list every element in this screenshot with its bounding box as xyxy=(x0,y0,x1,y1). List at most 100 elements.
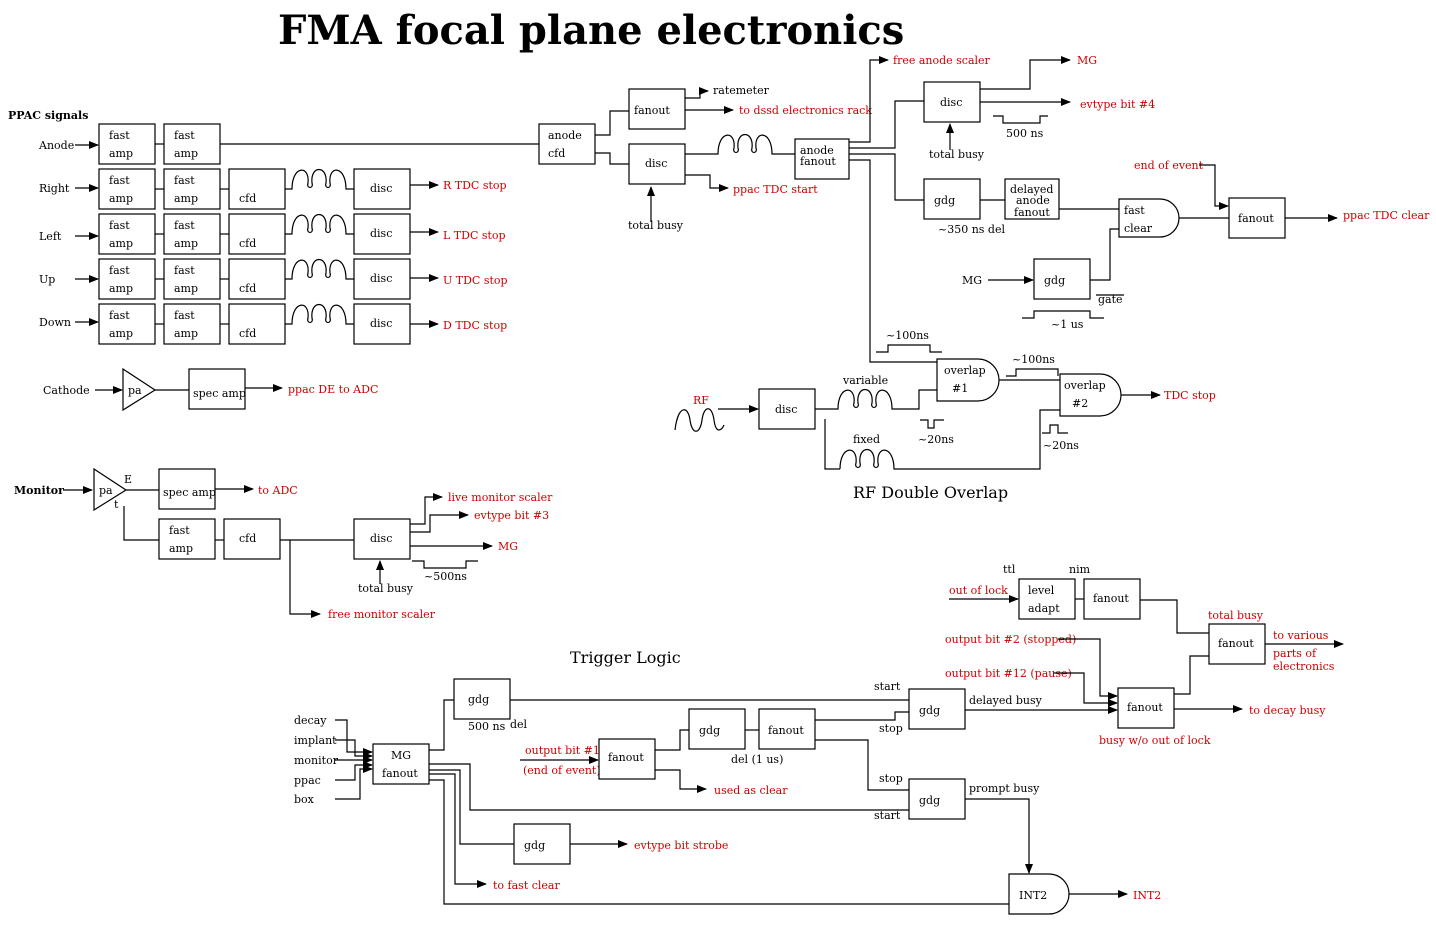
svg-text:fast: fast xyxy=(109,129,130,142)
left-fast-amp-1: fast amp xyxy=(98,213,156,255)
trig-in-monitor: monitor xyxy=(294,754,339,767)
svg-text:disc: disc xyxy=(775,403,797,416)
svg-text:fast: fast xyxy=(174,129,195,142)
electronics: electronics xyxy=(1273,660,1335,673)
t-label: t xyxy=(114,498,119,511)
down-fast-amp-1: fast amp xyxy=(98,303,156,345)
ttl-label: ttl xyxy=(1003,563,1016,576)
page-title: FMA focal plane electronics xyxy=(278,7,904,54)
svg-text:amp: amp xyxy=(109,282,133,295)
500ns-label: 500 ns xyxy=(1006,127,1044,140)
anode-fast-amp-2: fast amp xyxy=(163,123,221,165)
anode-disc: disc xyxy=(628,143,686,185)
start-label-2: start xyxy=(874,809,901,822)
del-350ns: ~350 ns del xyxy=(938,223,1005,236)
overlap-2-gate: overlap #2 xyxy=(1059,373,1122,417)
input-up: Up xyxy=(39,273,55,286)
overlap-1-gate: overlap #1 xyxy=(936,358,1000,402)
monitor-mg: MG xyxy=(498,540,518,553)
gdg-evtype: gdg xyxy=(513,823,571,865)
up-fast-amp-1: fast amp xyxy=(98,258,156,300)
monitor-total-busy: total busy xyxy=(358,582,414,595)
monitor-disc: disc xyxy=(353,518,411,560)
svg-text:fast: fast xyxy=(174,174,195,187)
svg-text:fanout: fanout xyxy=(768,724,804,737)
monitor-cfd: cfd xyxy=(223,518,281,560)
delayed-anode-fanout: delayed anode fanout xyxy=(1004,178,1060,220)
delay-coil xyxy=(685,133,795,155)
svg-text:fanout: fanout xyxy=(1093,592,1129,605)
total-busy-2: total busy xyxy=(929,148,985,161)
gdg-prompt-busy: gdg xyxy=(908,778,966,820)
gdg-anode: gdg xyxy=(923,178,981,220)
end-of-event: end of event xyxy=(1134,159,1204,172)
svg-text:fast: fast xyxy=(1124,204,1145,217)
svg-text:fast: fast xyxy=(169,524,190,537)
down-cfd: cfd xyxy=(228,303,286,345)
svg-text:gdg: gdg xyxy=(524,839,545,852)
svg-text:amp: amp xyxy=(109,192,133,205)
svg-text:disc: disc xyxy=(370,182,392,195)
trig-in-decay: decay xyxy=(294,714,327,727)
svg-text:delayed: delayed xyxy=(1010,183,1053,196)
pulse-100ns-b xyxy=(1006,368,1059,377)
end-of-event-2: (end of event) xyxy=(523,764,601,777)
to-fast-clear: to fast clear xyxy=(493,879,560,892)
preamp-triangle xyxy=(122,367,157,412)
fixed-label: fixed xyxy=(853,433,880,446)
svg-text:overlap: overlap xyxy=(1064,379,1106,392)
svg-text:amp: amp xyxy=(174,192,198,205)
svg-text:amp: amp xyxy=(109,147,133,160)
svg-text:amp: amp xyxy=(109,237,133,250)
20ns-label-b: ~20ns xyxy=(1043,439,1079,452)
monitor-500ns: ~500ns xyxy=(424,570,467,583)
rf-double-overlap-title: RF Double Overlap xyxy=(853,483,1008,502)
stop-label-2: stop xyxy=(879,772,903,785)
svg-text:spec amp: spec amp xyxy=(193,387,246,400)
down-fast-amp-2: fast amp xyxy=(163,303,221,345)
free-monitor-scaler: free monitor scaler xyxy=(328,608,436,621)
gdg-delayed-busy: gdg xyxy=(908,688,966,730)
output-bit-2: output bit #2 (stopped) xyxy=(945,633,1076,646)
svg-text:INT2: INT2 xyxy=(1019,889,1047,902)
1us-label: ~1 us xyxy=(1051,318,1084,331)
anode-fast-amp-1: fast amp xyxy=(98,123,156,165)
svg-text:fanout: fanout xyxy=(608,751,644,764)
svg-text:amp: amp xyxy=(174,282,198,295)
fanout-clear: fanout xyxy=(1228,197,1286,239)
fast-clear-gate: fast clear xyxy=(1118,198,1180,238)
output-l-tdc: L TDC stop xyxy=(443,229,506,242)
svg-text:amp: amp xyxy=(109,327,133,340)
ppac-de-adc: ppac DE to ADC xyxy=(288,383,378,396)
free-anode-scaler: free anode scaler xyxy=(893,54,991,67)
svg-text:fanout: fanout xyxy=(1218,637,1254,650)
monitor-to-adc: to ADC xyxy=(258,484,298,497)
fanout-decay-busy: fanout xyxy=(1117,687,1175,729)
svg-text:disc: disc xyxy=(940,96,962,109)
fanout-total-busy: fanout xyxy=(1208,623,1266,665)
delay-coil xyxy=(285,213,354,235)
trigger-logic-title: Trigger Logic xyxy=(570,648,681,667)
gdg-500ns: gdg xyxy=(453,678,511,720)
evtype-bit-strobe: evtype bit strobe xyxy=(634,839,728,852)
out-of-lock: out of lock xyxy=(949,584,1008,597)
pulse-500ns xyxy=(993,115,1048,124)
20ns-label-a: ~20ns xyxy=(918,433,954,446)
delay-coil xyxy=(815,388,937,410)
delay-coil xyxy=(285,168,354,190)
svg-text:anode: anode xyxy=(800,144,834,157)
delay-coil xyxy=(839,409,1060,470)
left-cfd: cfd xyxy=(228,213,286,255)
anode-fanout: anode fanout xyxy=(794,138,850,180)
500ns-del-b: del xyxy=(510,718,528,731)
e-label: E xyxy=(124,473,132,486)
svg-text:level: level xyxy=(1028,584,1055,597)
svg-text:cfd: cfd xyxy=(548,147,565,160)
del-1us: del (1 us) xyxy=(731,753,783,766)
monitor-spec-amp: spec amp xyxy=(158,468,216,510)
left-fast-amp-2: fast amp xyxy=(163,213,221,255)
disc-2: disc xyxy=(923,81,981,123)
rf-tdc-stop: TDC stop xyxy=(1164,389,1216,402)
svg-text:disc: disc xyxy=(370,272,392,285)
input-left: Left xyxy=(39,230,62,243)
